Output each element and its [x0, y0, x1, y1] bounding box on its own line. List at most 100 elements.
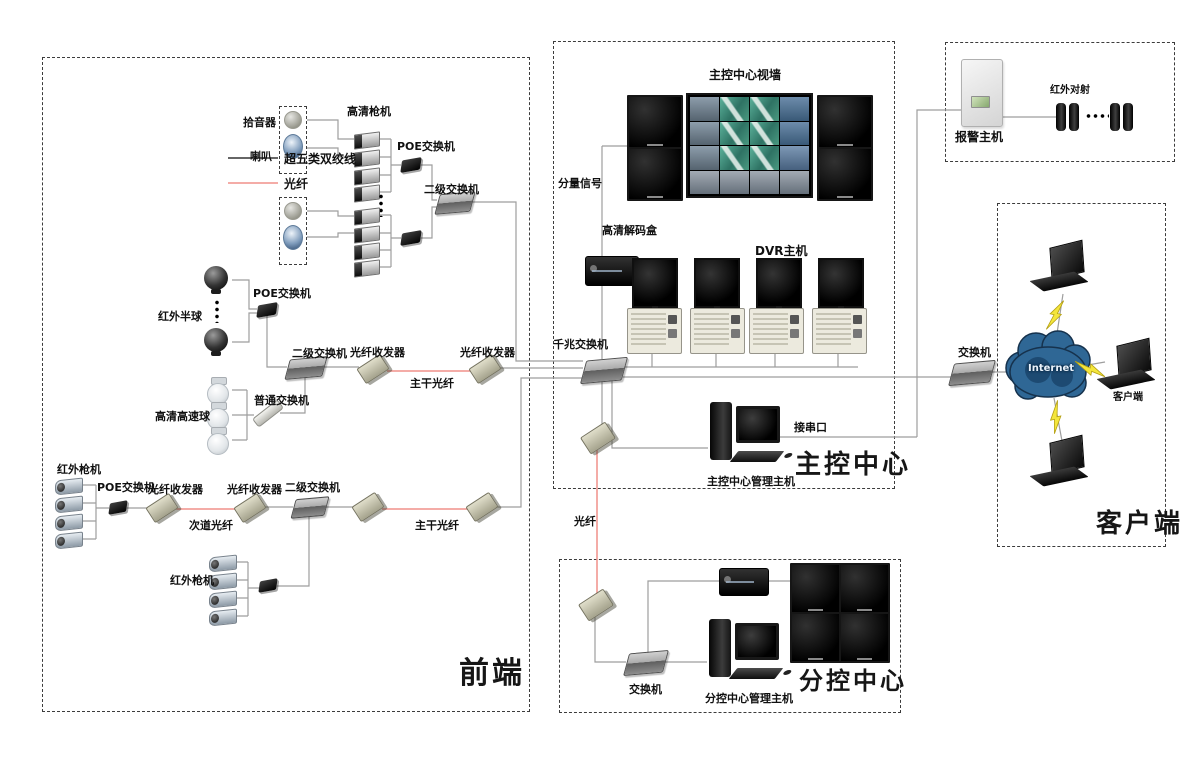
gigabit-switch-icon: [579, 356, 629, 385]
ir-gun-camera-icon: [209, 554, 237, 573]
component-signal-label: 分量信号: [558, 177, 602, 190]
wall-cell: [690, 146, 719, 170]
client-switch-icon: [948, 359, 996, 387]
trunk-fiber-label: 主干光纤: [415, 519, 459, 532]
wall-monitor-icon: [627, 95, 683, 149]
poe-switch-label: POE交换机: [253, 287, 311, 300]
wall-monitor-icon: [627, 147, 683, 201]
wall-cell: [720, 170, 749, 194]
hd-gun-camera-icon: [354, 242, 380, 261]
poe-switch-label: POE交换机: [397, 140, 455, 153]
speaker-icon: [283, 134, 303, 159]
secondary-switch-label: 二级交换机: [292, 347, 347, 360]
client-region: [997, 203, 1166, 547]
front-end-region: [42, 57, 530, 712]
sub-management-host-icon: [707, 619, 784, 691]
ir-dome-camera-icon: [203, 266, 229, 294]
ir-gun-camera-label: 红外枪机: [57, 463, 101, 476]
ir-beam-label: 红外对射: [1050, 85, 1090, 96]
dvr-host-label: DVR主机: [755, 244, 808, 258]
wall-cell: [690, 121, 719, 145]
dvr-rack-icon: [690, 308, 745, 354]
sub-monitor-icon: [790, 612, 841, 663]
hd-gun-camera-icon: [354, 184, 380, 203]
sub-monitor-icon: [790, 563, 841, 614]
gigabit-switch-label: 千兆交换机: [553, 338, 608, 351]
alarm-host-label: 报警主机: [955, 130, 1004, 144]
wall-monitor-icon: [817, 95, 873, 149]
sub-switch-icon: [623, 649, 669, 677]
laptop-icon: [1036, 439, 1088, 489]
sub-management-host-label: 分控中心管理主机: [705, 692, 793, 705]
wall-cell: [690, 170, 719, 194]
speaker-icon: [283, 225, 303, 250]
ir-gun-camera-label: 红外枪机: [170, 574, 214, 587]
hd-gun-camera-icon: [354, 259, 380, 278]
wall-cell: [780, 97, 809, 121]
legend-twisted-pair-label: 超五类双绞线: [284, 152, 357, 166]
hd-gun-camera-icon: [354, 225, 380, 244]
lightning-bolt-icons: [1045, 300, 1106, 434]
front-end-title: 前端: [459, 656, 525, 691]
branch-fiber-label: 次道光纤: [189, 519, 233, 532]
wall-cell: [690, 97, 719, 121]
ellipsis-icon: [214, 299, 219, 323]
speed-dome-camera-icon: [204, 402, 232, 430]
dvr-monitor-icon: [818, 258, 864, 313]
wall-cell: [720, 97, 749, 121]
dvr-rack-icon: [627, 308, 682, 354]
video-wall-label: 主控中心视墙: [709, 68, 782, 82]
decoder-icon: [719, 568, 769, 596]
wall-cell: [720, 121, 749, 145]
microphone-icon: [284, 111, 302, 129]
secondary-switch-icon: [290, 496, 330, 519]
ir-gun-camera-icon: [55, 495, 83, 514]
dvr-monitor-icon: [694, 258, 740, 313]
trunk-fiber-label: 主干光纤: [410, 377, 454, 390]
internet-cloud-icon: [1005, 330, 1091, 400]
main-center-region: [553, 41, 895, 489]
hd-gun-camera-icon: [354, 149, 380, 168]
poe-switch-label: POE交换机: [97, 481, 155, 494]
pickup-label: 拾音器: [243, 116, 276, 129]
management-host-icon: [708, 402, 785, 474]
hd-gun-camera-label: 高清枪机: [347, 105, 391, 118]
ir-beam-icon: [1123, 103, 1133, 131]
wall-cell: [780, 121, 809, 145]
internet-label: Internet: [1028, 363, 1075, 374]
wall-monitor-icon: [817, 147, 873, 201]
wall-cell: [780, 170, 809, 194]
keyboard-icon: [728, 668, 784, 679]
hd-decoder-icon: [585, 256, 639, 286]
speaker-label: 喇叭: [250, 150, 272, 163]
ir-gun-camera-icon: [209, 590, 237, 609]
dvr-rack-icon: [749, 308, 804, 354]
twisted-pair-lines: [82, 109, 1106, 663]
sub-center-region: [559, 559, 901, 713]
ellipsis-icon: [1085, 113, 1109, 118]
wall-cell: [750, 121, 779, 145]
speed-dome-camera-icon: [204, 427, 232, 455]
ir-gun-camera-icon: [209, 608, 237, 627]
wall-cell: [750, 146, 779, 170]
hd-gun-camera-icon: [354, 167, 380, 186]
ellipsis-icon: [378, 193, 383, 217]
serial-port-label: 接串口: [794, 421, 827, 434]
fiber-lines: [176, 182, 598, 595]
sub-monitor-icon: [839, 612, 890, 663]
laptop-icon: [1036, 244, 1088, 294]
hd-speed-dome-label: 高清高速球: [155, 410, 210, 423]
hd-decoder-label: 高清解码盒: [602, 224, 657, 237]
sub-center-title: 分控中心: [799, 667, 907, 695]
laptop-icon: [1103, 342, 1155, 392]
fiber-transceiver-label: 光纤收发器: [148, 483, 203, 496]
fiber-transceiver-label: 光纤收发器: [350, 346, 405, 359]
wall-cell: [780, 146, 809, 170]
wall-cell: [720, 146, 749, 170]
ir-beam-icon: [1056, 103, 1066, 131]
wall-cell: [750, 170, 779, 194]
ordinary-switch-label: 普通交换机: [254, 394, 309, 407]
fiber-transceiver-label: 光纤收发器: [460, 346, 515, 359]
